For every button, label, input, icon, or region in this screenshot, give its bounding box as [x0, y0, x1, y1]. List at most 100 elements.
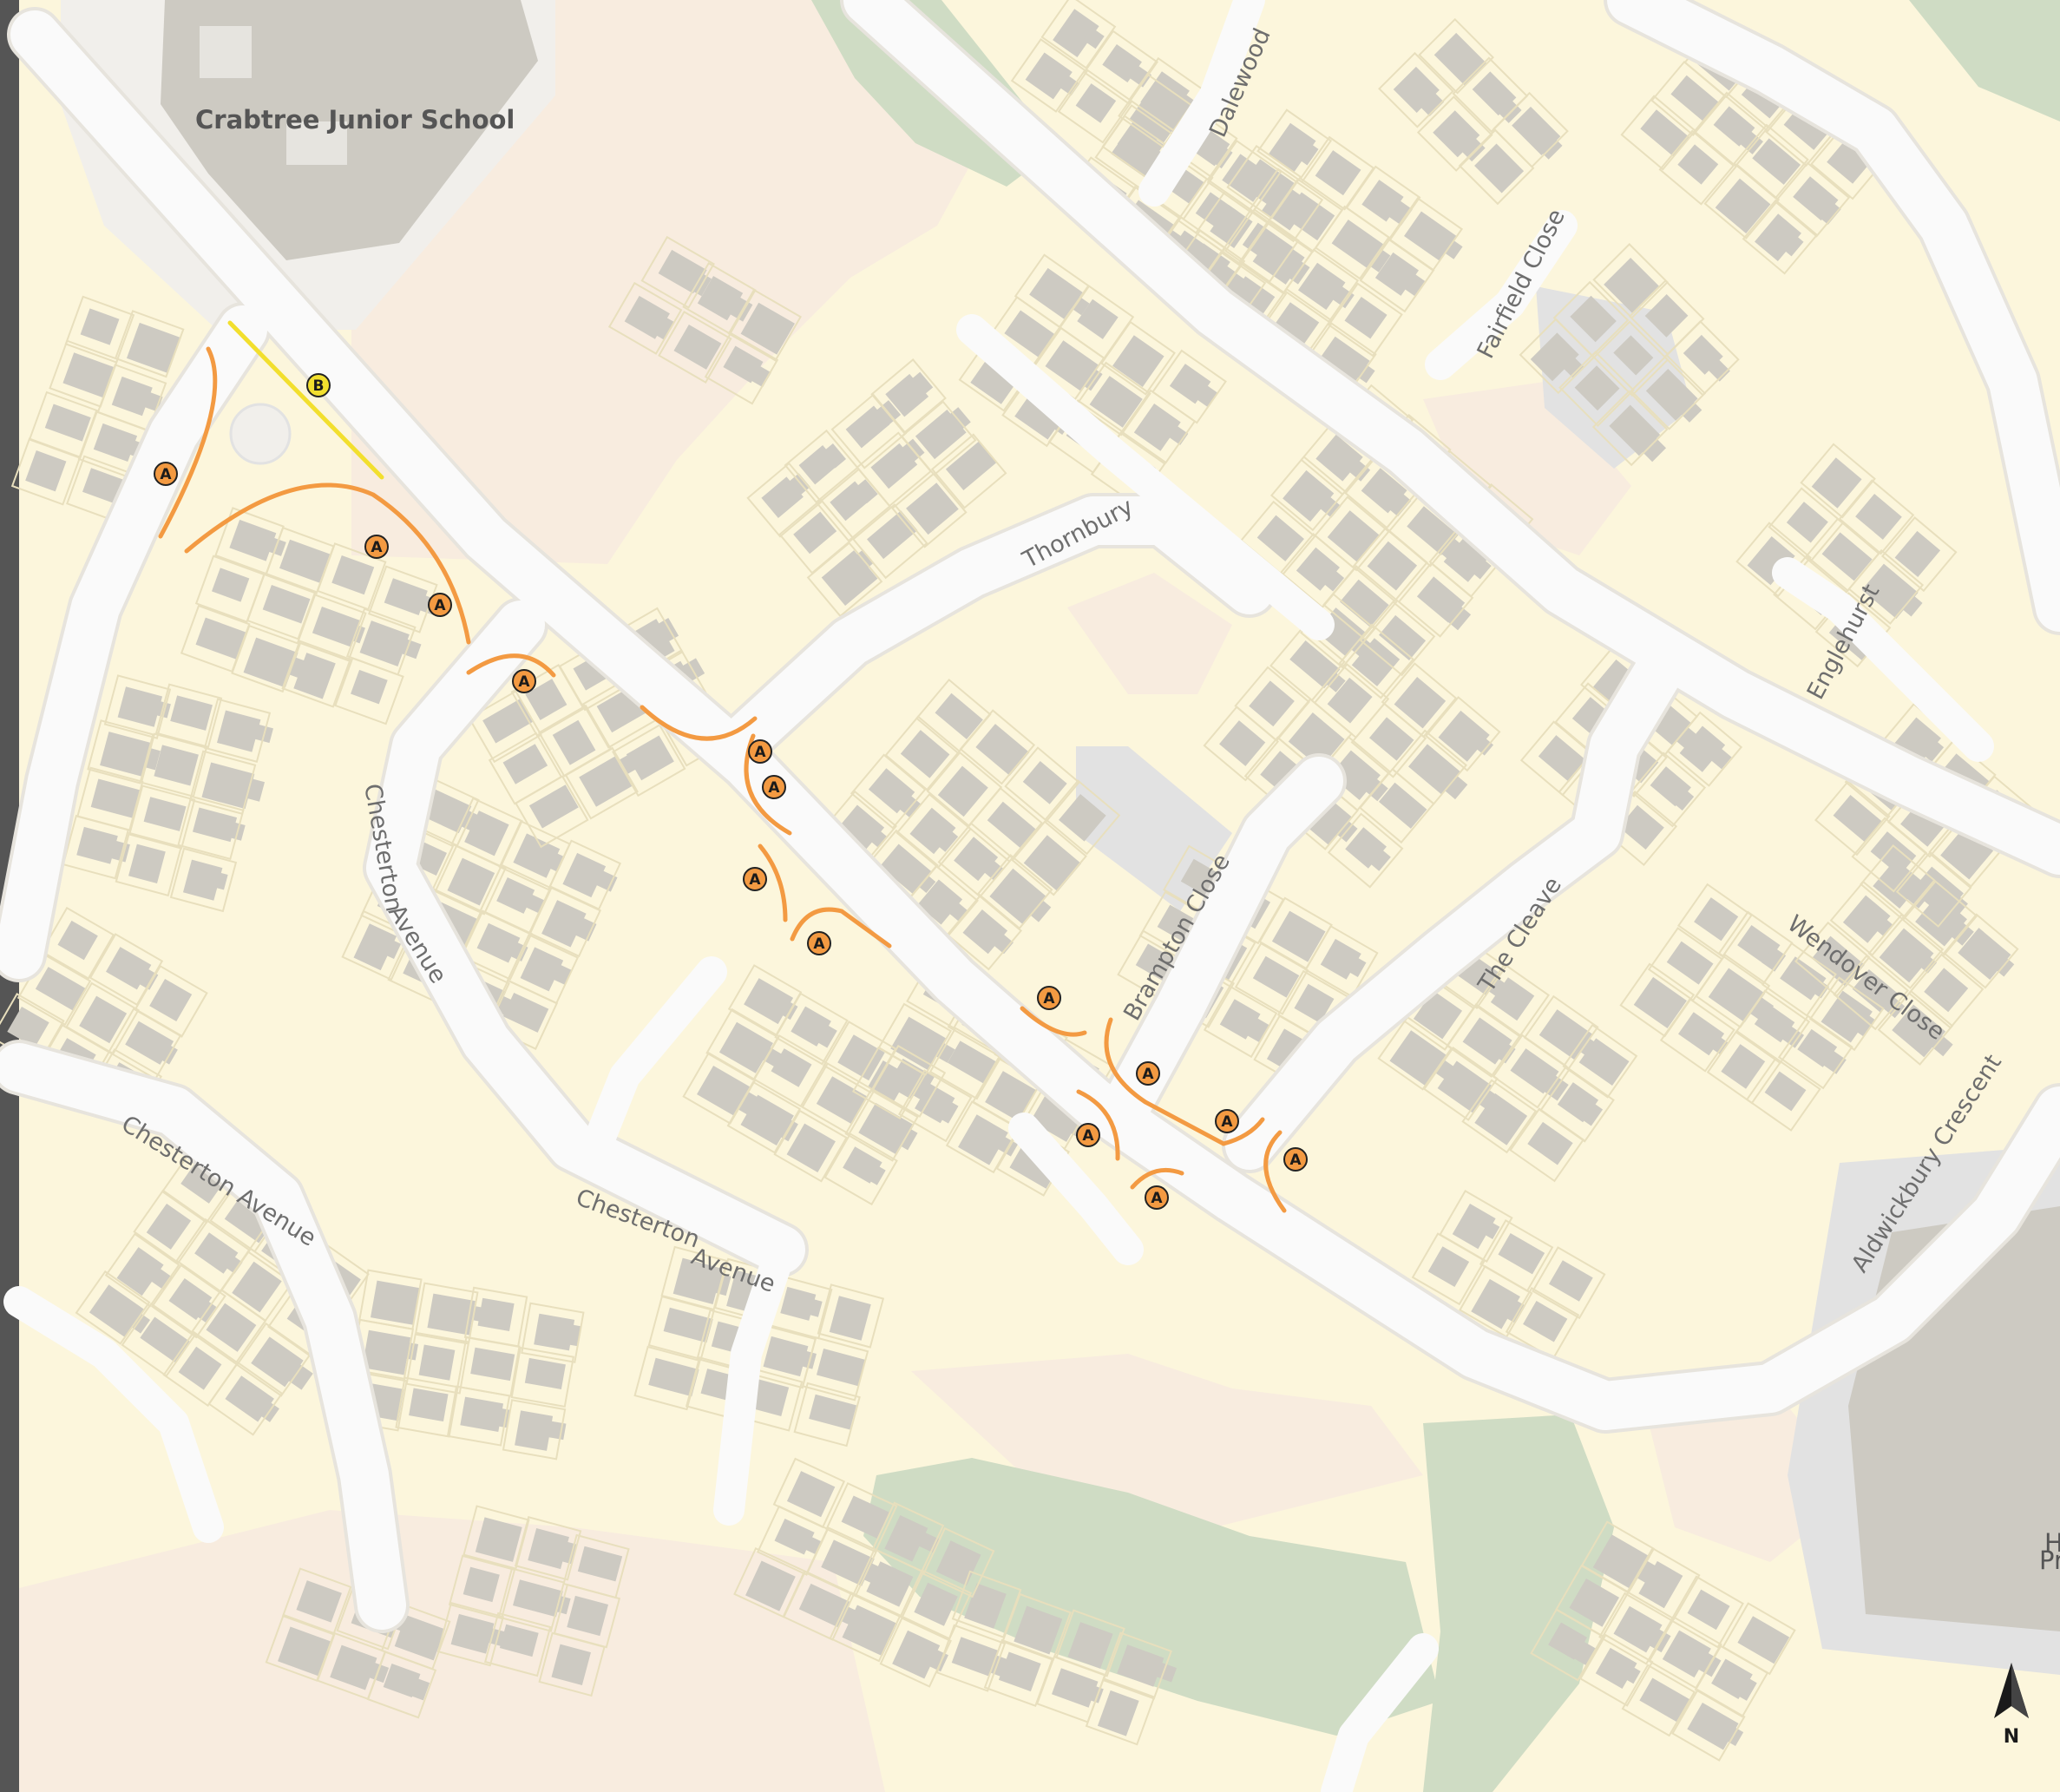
plot-boundary [1650, 60, 1727, 137]
building-extension [148, 1265, 174, 1290]
marker-a-14[interactable]: A [1283, 1147, 1308, 1172]
building [475, 1517, 522, 1562]
building [1053, 9, 1099, 57]
building-extension [1329, 283, 1355, 309]
marker-a-9[interactable]: A [1037, 986, 1061, 1010]
plot-boundary [793, 1382, 861, 1447]
building [463, 1566, 500, 1603]
plot-boundary [177, 795, 245, 861]
building [1679, 725, 1726, 772]
building [740, 302, 795, 355]
plot-boundary [1794, 921, 1871, 997]
building-extension [1496, 97, 1522, 123]
marker-a-7[interactable]: A [743, 867, 767, 891]
marker-a-8[interactable]: A [807, 931, 831, 955]
plot-boundary [1867, 913, 1945, 989]
building-extension [1345, 955, 1367, 978]
building-extension [1503, 1298, 1526, 1323]
building-extension [397, 637, 422, 660]
building-extension [652, 315, 674, 340]
plot-boundary [1358, 767, 1435, 844]
building [900, 730, 950, 778]
marker-a-6[interactable]: A [762, 775, 786, 799]
plot-boundary [87, 719, 154, 784]
building [279, 539, 331, 583]
building [79, 995, 128, 1044]
building [351, 669, 388, 705]
plot-boundary [884, 715, 961, 791]
building [1694, 897, 1739, 942]
building-extension [1778, 1023, 1805, 1048]
marker-a-13[interactable]: A [1145, 1185, 1169, 1210]
plot-boundary [1102, 1631, 1172, 1700]
marker-a-1[interactable]: A [154, 462, 178, 486]
building [1004, 310, 1056, 358]
building [1089, 376, 1143, 428]
plot-boundary [967, 786, 1043, 863]
plot-boundary [75, 1270, 151, 1345]
plot-boundary [1829, 880, 1906, 956]
building-extension [805, 1297, 823, 1317]
building [1452, 1204, 1496, 1250]
plot-boundary [1040, 0, 1117, 69]
building [1022, 761, 1067, 804]
building [786, 1471, 836, 1518]
building [947, 1040, 999, 1085]
building [353, 923, 397, 971]
plot-boundary [1659, 997, 1735, 1073]
building-extension [1736, 128, 1763, 154]
marker-a-11[interactable]: A [1215, 1109, 1239, 1133]
building [1427, 1246, 1470, 1287]
plot-boundary [114, 310, 185, 378]
marker-a-2[interactable]: A [364, 535, 389, 559]
plot-boundary [1397, 561, 1474, 638]
plot-boundary [1742, 199, 1819, 275]
plot-boundary [935, 1624, 1007, 1692]
building [1313, 336, 1370, 392]
building-extension [1576, 1035, 1598, 1058]
building [673, 325, 722, 370]
plot-boundary [844, 1088, 919, 1162]
plot-boundary [1579, 1633, 1654, 1707]
marker-a-5[interactable]: A [748, 739, 772, 764]
building-extension [1417, 89, 1445, 116]
building [1538, 735, 1587, 782]
plot-boundary [1703, 163, 1781, 240]
plot-boundary [783, 1570, 856, 1641]
building-extension [1579, 1101, 1604, 1126]
building [1075, 83, 1117, 123]
englehurst-road [1607, 0, 2060, 632]
building [1842, 895, 1891, 943]
plot-boundary [658, 311, 732, 384]
building-block [839, 693, 1106, 955]
building [482, 699, 533, 744]
marker-a-4[interactable]: A [512, 669, 536, 693]
marker-a-3[interactable]: A [428, 593, 452, 617]
plot-boundary [1880, 516, 1958, 593]
marker-a-3-label: A [434, 597, 446, 614]
plot-boundary [1706, 1029, 1782, 1105]
building [1604, 257, 1659, 313]
plot-boundary [1621, 1664, 1696, 1737]
marker-b[interactable]: B [306, 373, 331, 397]
building-extension [407, 1677, 430, 1701]
building [1272, 302, 1320, 349]
building-extension [571, 916, 597, 942]
marker-a-10[interactable]: A [1136, 1061, 1160, 1086]
building [577, 1546, 623, 1582]
north-arrow: N [1994, 1663, 2029, 1748]
plot-boundary [1505, 1287, 1580, 1360]
thornbury-road [722, 496, 1274, 762]
plot-boundary [898, 1069, 973, 1143]
building [975, 724, 1030, 776]
plot-boundary [40, 906, 115, 980]
marker-a-12[interactable]: A [1076, 1123, 1100, 1147]
plot-boundary [1083, 30, 1158, 105]
building [243, 637, 299, 688]
building [57, 920, 98, 961]
plot-boundary [1474, 962, 1551, 1038]
building [1288, 712, 1345, 769]
building-extension [725, 294, 753, 322]
building [884, 1514, 928, 1562]
